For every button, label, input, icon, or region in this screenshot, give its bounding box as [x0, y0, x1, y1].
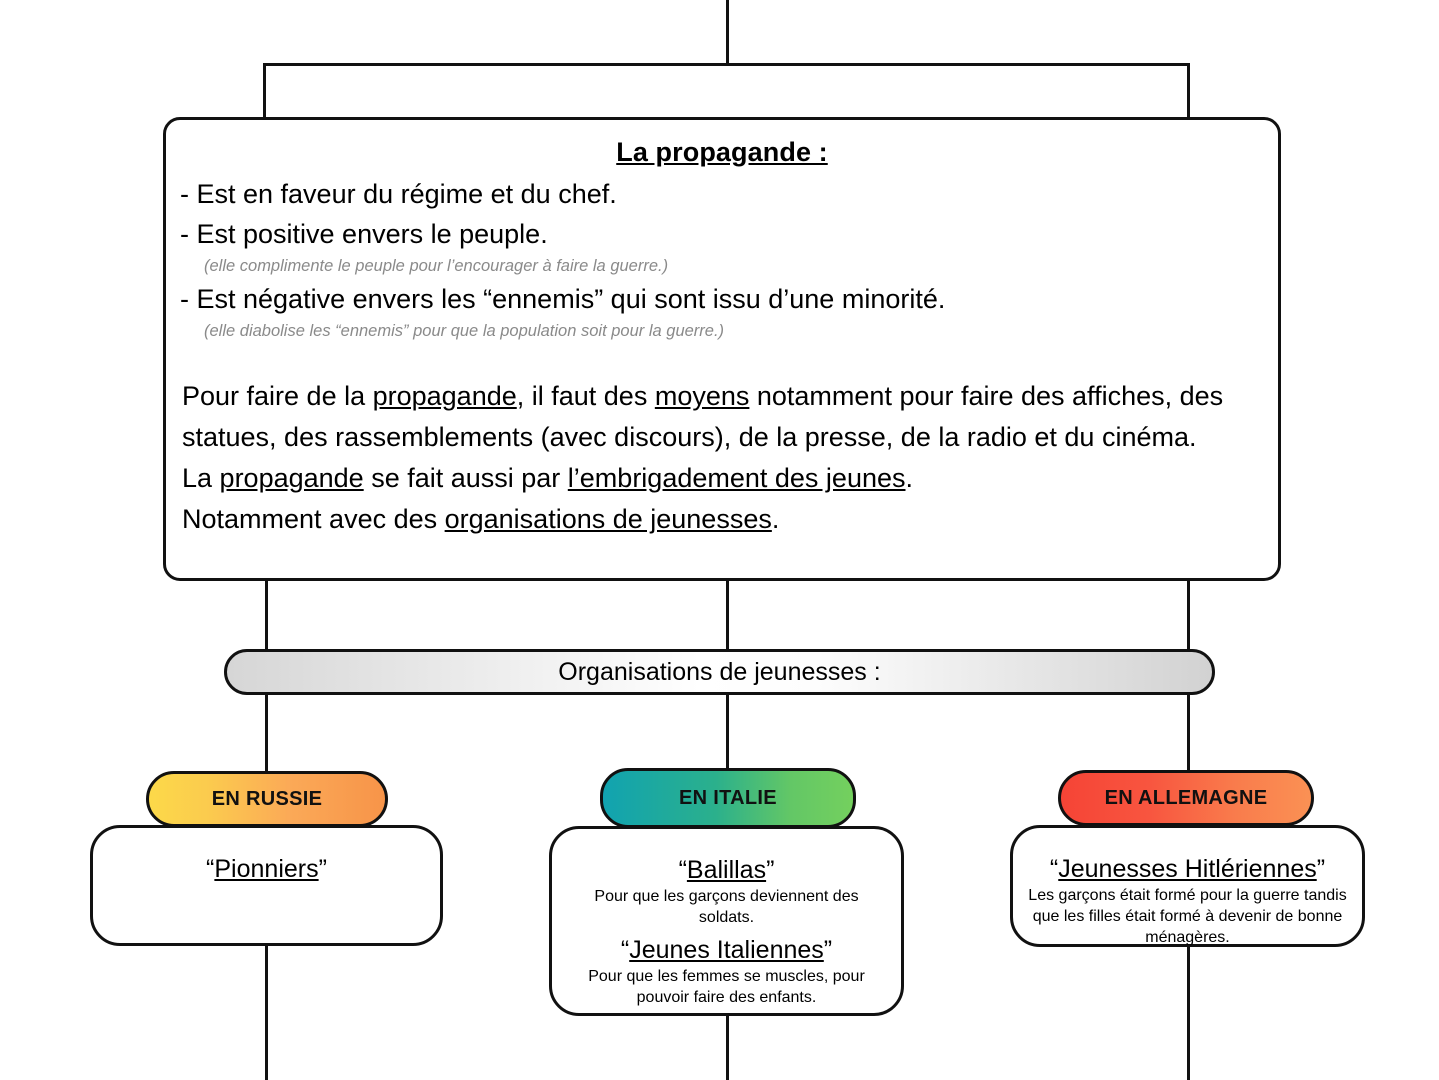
- country-badge-label-allemagne: EN ALLEMAGNE: [1104, 786, 1268, 809]
- country-badge-label-russie: EN RUSSIE: [211, 787, 323, 810]
- para-underline-organisations: organisations de jeunesses: [444, 504, 772, 534]
- quote-open: “: [206, 855, 215, 883]
- organisation-name-pionniers: “Pionniers”: [107, 854, 426, 884]
- quote-close: ”: [318, 855, 327, 883]
- organisation-desc-jeunes-italiennes: Pour que les femmes se muscles, pour pou…: [588, 968, 865, 1006]
- connector-banner-to-russie: [265, 692, 268, 778]
- bullet-item-3: - Est négative envers les “ennemis” qui …: [180, 284, 946, 314]
- connector-russie-bottom: [265, 944, 268, 1080]
- connector-top-stem: [726, 0, 729, 66]
- para-underline-moyens: moyens: [654, 381, 750, 411]
- country-box-italie: “Balillas” Pour que les garçons devienne…: [549, 826, 904, 1016]
- page-title: La propagande :: [616, 137, 828, 167]
- connector-box-to-banner-left: [265, 580, 268, 652]
- country-badge-italie[interactable]: EN ITALIE: [600, 768, 856, 828]
- connector-banner-to-italie: [726, 692, 729, 772]
- connector-italie-bottom: [726, 1014, 729, 1080]
- para-text-1a: Pour faire de la: [182, 381, 373, 411]
- para-underline-propagande-1: propagande: [372, 381, 517, 411]
- para-text-3b: .: [771, 504, 780, 534]
- bullet-note-2: (elle complimente le peuple pour l’encou…: [204, 257, 669, 275]
- connector-banner-to-allemagne: [1187, 692, 1190, 774]
- propaganda-box: La propagande : - Est en faveur du régim…: [163, 117, 1281, 581]
- quote-open: “: [620, 936, 630, 964]
- country-box-allemagne: “Jeunesses Hitlériennes” Les garçons éta…: [1010, 825, 1365, 947]
- para-text-3a: Notamment avec des: [182, 504, 445, 534]
- connector-top-bar: [263, 63, 1190, 66]
- connector-box-to-banner-center: [726, 580, 729, 652]
- para-text-1c: notamment pour faire des affiches, des s…: [182, 381, 1224, 452]
- connector-box-to-banner-right: [1187, 580, 1190, 652]
- connector-top-left-drop: [263, 63, 266, 121]
- connector-allemagne-bottom: [1187, 945, 1190, 1080]
- quote-open: “: [1049, 855, 1059, 883]
- country-badge-allemagne[interactable]: EN ALLEMAGNE: [1058, 770, 1314, 826]
- para-text-2b: se fait aussi par: [363, 463, 568, 493]
- organisation-desc-jeunesses-hitleriennes: Les garçons était formé pour la guerre t…: [1028, 887, 1347, 946]
- connector-top-right-drop: [1187, 63, 1190, 121]
- quote-close: ”: [766, 856, 775, 884]
- country-badge-label-italie: EN ITALIE: [679, 786, 777, 809]
- paragraph-means: Pour faire de la propagande, il faut des…: [182, 376, 1262, 458]
- organisations-banner: Organisations de jeunesses :: [224, 649, 1215, 695]
- country-badge-russie[interactable]: EN RUSSIE: [146, 771, 388, 827]
- quote-open: “: [678, 856, 687, 884]
- organisation-name-text: Pionniers: [214, 855, 319, 883]
- bullet-item-2: - Est positive envers le peuple.: [180, 219, 548, 249]
- organisation-name-text: Jeunesses Hitlériennes: [1058, 855, 1317, 883]
- country-box-russie: “Pionniers”: [90, 825, 443, 946]
- para-text-2c: .: [905, 463, 914, 493]
- quote-close: ”: [1316, 855, 1326, 883]
- organisation-name-jeunesses-hitleriennes: “Jeunesses Hitlériennes”: [1027, 854, 1348, 884]
- organisation-name-jeunes-italiennes: “Jeunes Italiennes”: [566, 935, 887, 965]
- para-text-1b: , il faut des: [516, 381, 655, 411]
- para-underline-propagande-2: propagande: [219, 463, 364, 493]
- organisations-banner-label: Organisations de jeunesses :: [558, 657, 881, 686]
- paragraph-spacer: [182, 344, 1262, 376]
- para-underline-embrigadement: l’embrigadement des jeunes: [567, 463, 906, 493]
- organisation-name-text: Jeunes Italiennes: [629, 936, 824, 964]
- organisation-name-text: Balillas: [686, 856, 767, 884]
- paragraph-embrigadement: La propagande se fait aussi par l’embrig…: [182, 458, 1262, 499]
- bullet-item-1: - Est en faveur du régime et du chef.: [180, 179, 617, 209]
- paragraph-organisations: Notamment avec des organisations de jeun…: [182, 499, 1262, 540]
- bullet-note-3: (elle diabolise les “ennemis” pour que l…: [204, 322, 725, 340]
- organisation-name-balillas: “Balillas”: [566, 855, 887, 885]
- para-text-2a: La: [182, 463, 220, 493]
- quote-close: ”: [823, 936, 833, 964]
- organisation-desc-balillas: Pour que les garçons deviennent des sold…: [594, 888, 859, 926]
